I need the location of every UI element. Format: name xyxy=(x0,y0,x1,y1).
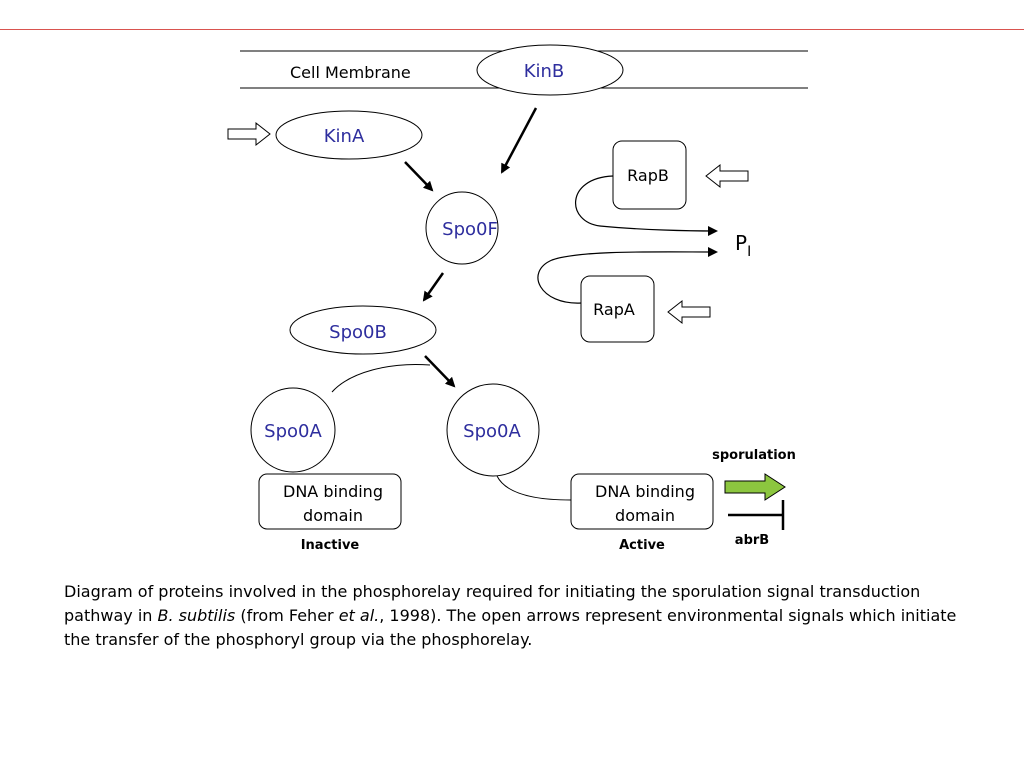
caption-etal: et al. xyxy=(338,606,380,625)
dna-domain-active-line2: domain xyxy=(615,506,675,525)
rapB-to-pi-arrow xyxy=(575,175,718,236)
membrane-label: Cell Membrane xyxy=(290,63,411,82)
dna-domain-inactive-line2: domain xyxy=(303,506,363,525)
spo0A-to-dna-domain-link xyxy=(496,475,572,501)
caption-part3: , 1998). The open arrows represent envir… xyxy=(64,606,957,649)
kinA-to-spo0F-arrow xyxy=(404,161,434,192)
kinB-to-spo0F-arrow xyxy=(500,107,538,174)
caption-part2: (from Feher xyxy=(235,606,339,625)
kinA-label: KinA xyxy=(324,126,365,147)
spo0B-to-spo0A-arrow xyxy=(424,355,456,388)
abrB-label: abrB xyxy=(735,533,769,548)
top-rule xyxy=(0,29,1024,30)
dna-domain-inactive-line1: DNA binding xyxy=(283,482,383,501)
rapA-box xyxy=(580,275,655,343)
spo0A-inactive-node xyxy=(250,387,336,473)
rapA-to-pi-arrow xyxy=(537,246,718,304)
spo0A-active-node xyxy=(446,383,540,477)
kinA-node xyxy=(275,110,423,160)
dna-domain-active-box xyxy=(570,473,714,530)
dna-domain-active-line1: DNA binding xyxy=(595,482,695,501)
spo0F-node xyxy=(425,191,499,265)
spo0B-node xyxy=(289,305,437,355)
spo0B-label: Spo0B xyxy=(329,322,387,343)
spo0F-label: Spo0F xyxy=(442,219,498,240)
rapB-signal-arrow xyxy=(705,163,749,189)
rapB-label: RapB xyxy=(627,166,669,185)
sporulation-label: sporulation xyxy=(712,448,796,463)
active-label: Active xyxy=(619,538,665,553)
spo0A-active-label: Spo0A xyxy=(463,421,521,442)
pi-label: PI xyxy=(735,231,751,260)
caption-organism: B. subtilis xyxy=(157,606,236,625)
rapA-label: RapA xyxy=(593,300,635,319)
spo0F-to-spo0B-arrow xyxy=(422,272,445,302)
spo0A-inactive-label: Spo0A xyxy=(264,421,322,442)
kinB-label: KinB xyxy=(524,61,565,82)
kinA-signal-arrow xyxy=(227,121,271,147)
rapB-box xyxy=(612,140,687,210)
phosphorelay-diagram: Cell Membrane KinB KinA Spo0F Spo0B Spo0… xyxy=(227,44,808,553)
figure-caption: Diagram of proteins involved in the phos… xyxy=(64,580,964,652)
inactive-label: Inactive xyxy=(301,538,360,553)
dna-domain-inactive-box xyxy=(258,473,402,530)
spo0A-to-spo0B-link xyxy=(331,364,431,393)
kinB-node xyxy=(476,44,624,96)
sporulation-arrow xyxy=(724,473,786,501)
caption-part1: Diagram of proteins involved in the phos… xyxy=(64,582,921,625)
rapA-signal-arrow xyxy=(667,299,711,325)
